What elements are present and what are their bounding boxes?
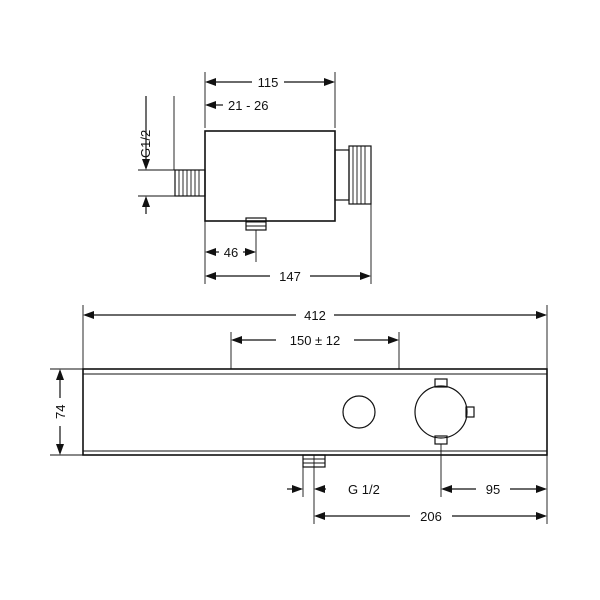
dimension-95-label: 95 <box>486 482 500 497</box>
dimension-21-26-label: 21 - 26 <box>228 98 268 113</box>
top-view-inlet-connector <box>174 169 206 197</box>
front-view-body <box>82 368 548 456</box>
dimension-147: 147 <box>205 204 372 284</box>
dimension-g12-vertical: G1/2 <box>138 96 178 214</box>
dimension-46-label: 46 <box>224 245 238 260</box>
dimension-206-label: 206 <box>420 509 442 524</box>
dimension-115: 115 <box>204 72 336 128</box>
dimension-74-label: 74 <box>53 405 68 419</box>
top-view: 115 21 - 26 G1/2 46 <box>138 72 372 284</box>
dimension-206: 206 <box>314 509 547 524</box>
dimension-74: 74 <box>50 368 83 456</box>
dimension-21-26: 21 - 26 <box>205 98 268 113</box>
front-view-button <box>342 395 376 429</box>
dimension-115-label: 115 <box>258 75 279 90</box>
dimension-95: 95 <box>440 444 548 524</box>
dimension-150-12-label: 150 ± 12 <box>290 333 341 348</box>
dimension-147-label: 147 <box>279 269 301 284</box>
top-view-body <box>204 130 336 222</box>
dimension-150-12: 150 ± 12 <box>230 332 400 369</box>
dimension-46: 46 <box>204 221 257 284</box>
dimension-412: 412 <box>82 305 548 369</box>
top-view-knob <box>334 145 372 205</box>
front-view: 412 150 ± 12 74 <box>50 305 548 524</box>
dimension-g12-label: G1/2 <box>138 130 153 158</box>
dimension-g12-front-label: G 1/2 <box>348 482 380 497</box>
dimension-412-label: 412 <box>304 308 326 323</box>
dimension-g12-front: G 1/2 <box>287 455 380 524</box>
